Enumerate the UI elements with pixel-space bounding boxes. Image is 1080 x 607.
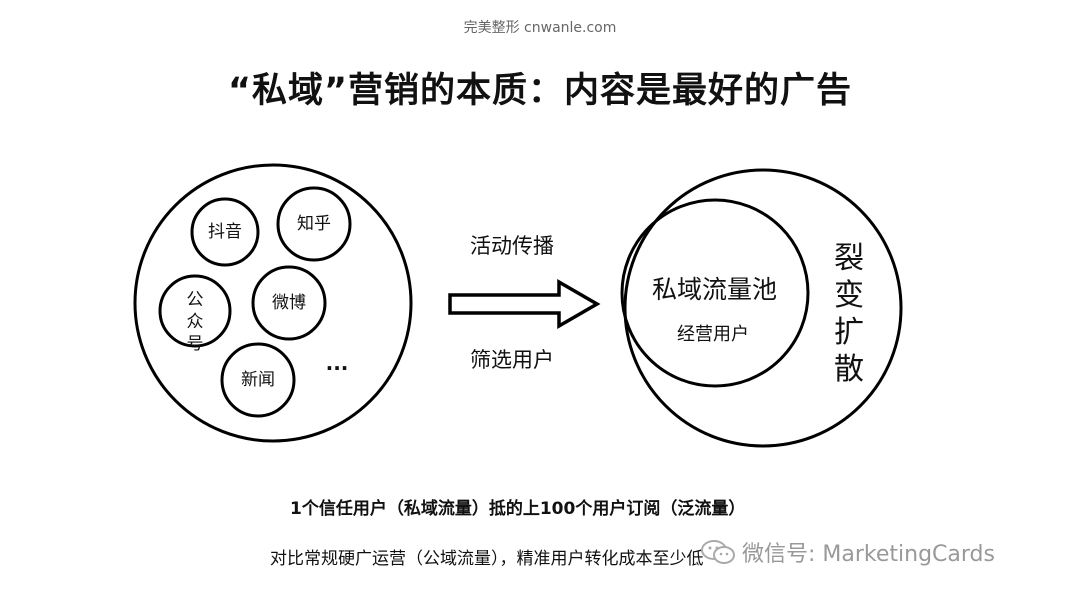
platform-label-zhihu: 知乎 xyxy=(297,214,331,234)
platform-bubble-news xyxy=(220,342,296,418)
platform-label-gongzhonghao: 公众号 xyxy=(186,290,204,354)
platform-label-douyin: 抖音 xyxy=(208,222,242,242)
caption-line-2: 对比常规硬广运营（公域流量），精准用户转化成本至少低 xyxy=(270,549,704,569)
caption-line-1: 1个信任用户（私域流量）抵的上100个用户订阅（泛流量） xyxy=(290,499,746,519)
private-pool-title: 私域流量池 xyxy=(652,275,778,304)
wechat-icon xyxy=(701,540,735,564)
fission-char-1: 裂 xyxy=(834,241,864,276)
fission-char-4: 散 xyxy=(834,352,864,387)
platform-label-weibo: 微博 xyxy=(272,293,306,313)
fission-char-3: 扩 xyxy=(834,315,864,350)
arrow-bottom-label: 筛选用户 xyxy=(470,348,554,372)
fission-spread-label: 裂 变 扩 散 xyxy=(829,240,869,388)
platform-label-news: 新闻 xyxy=(241,370,275,390)
platform-bubble-douyin xyxy=(190,197,260,267)
platform-bubble-weibo xyxy=(251,265,327,341)
source-watermark: 完美整形 cnwanle.com xyxy=(463,20,617,36)
private-pool-subtitle: 经营用户 xyxy=(677,324,749,345)
platform-bubble-zhihu xyxy=(276,186,352,262)
page-title: “私域”营销的本质：内容是最好的广告 xyxy=(227,71,852,111)
fission-char-2: 变 xyxy=(834,278,864,313)
arrow-top-label: 活动传播 xyxy=(470,234,554,258)
wechat-watermark: 微信号: MarketingCards xyxy=(700,536,995,568)
public-traffic-circle xyxy=(133,163,413,443)
flow-arrow xyxy=(448,278,601,330)
more-platforms-ellipsis: ... xyxy=(325,351,349,375)
private-pool-circle xyxy=(620,198,810,388)
wechat-id-text: 微信号: MarketingCards xyxy=(742,542,995,567)
platform-bubble-gongzhonghao xyxy=(158,274,232,348)
fission-spread-circle xyxy=(623,168,903,448)
